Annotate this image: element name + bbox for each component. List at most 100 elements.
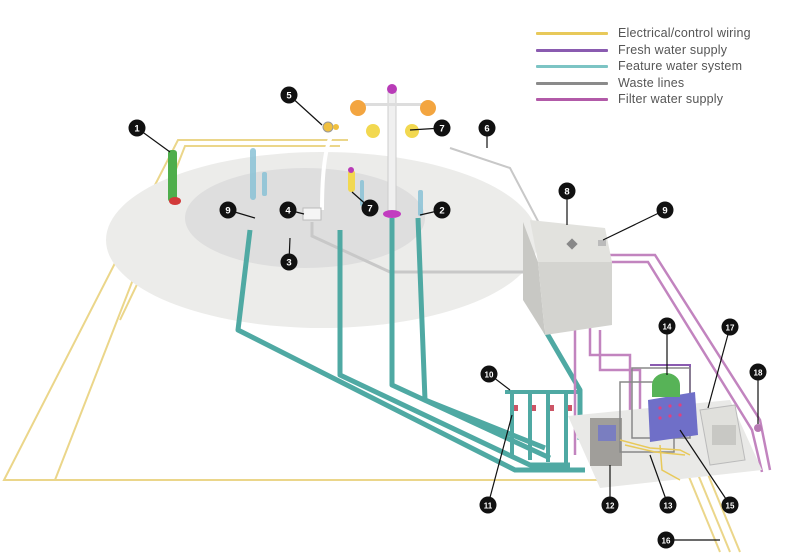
callout-number: 7	[439, 123, 444, 134]
callout-badge	[721, 318, 739, 336]
callout-badge	[659, 496, 677, 514]
controller-leds	[658, 403, 682, 420]
callout-badge	[480, 365, 498, 383]
callout-badge	[657, 531, 675, 549]
callout-badge	[433, 119, 451, 137]
callout-3: 3	[280, 253, 298, 271]
spray-bollard	[348, 170, 355, 192]
legend-label: Filter water supply	[618, 92, 724, 106]
callout-number: 12	[606, 501, 615, 510]
filter-line-5	[608, 260, 764, 473]
callout-badge	[433, 201, 451, 219]
callout-number: 11	[484, 501, 493, 510]
callout-13: 13	[659, 496, 677, 514]
callout-badge	[361, 199, 379, 217]
callout-number: 7	[367, 203, 372, 214]
controller-panel	[648, 392, 698, 442]
callout-11: 11	[479, 496, 497, 514]
callout-12: 12	[601, 496, 619, 514]
callout-badge	[479, 496, 497, 514]
feature-pipe-1	[235, 229, 585, 473]
callout-8: 8	[558, 182, 576, 200]
feature-water-pipes	[235, 217, 585, 473]
callout-number: 18	[754, 368, 763, 377]
callout-badge	[280, 253, 298, 271]
callout-15: 15	[721, 496, 739, 514]
callout-badge	[658, 317, 676, 335]
callout-9: 9	[656, 201, 674, 219]
callout-2: 2	[433, 201, 451, 219]
callout-number: 13	[664, 501, 673, 510]
callout-number: 9	[662, 205, 667, 216]
backflow-valve	[754, 424, 762, 432]
callout-number: 8	[564, 186, 569, 197]
callout-badge	[749, 363, 767, 381]
legend-item-filter-water: Filter water supply	[536, 91, 781, 108]
callout-number: 6	[484, 123, 489, 134]
manifold-valves	[514, 405, 572, 411]
legend-swatch-waste	[536, 81, 608, 85]
callout-badge	[279, 201, 297, 219]
manifold	[505, 390, 580, 465]
callout-badge	[280, 86, 298, 104]
callout-badge	[721, 496, 739, 514]
legend: Electrical/control wiring Fresh water su…	[536, 25, 781, 108]
callout-18: 18	[749, 363, 767, 381]
legend-swatch-feature-water	[536, 65, 608, 68]
callout-7: 7	[361, 199, 379, 217]
legend-item-waste: Waste lines	[536, 75, 781, 92]
equipment-wiring	[619, 439, 691, 481]
callout-number: 9	[225, 205, 230, 216]
callout-6: 6	[478, 119, 496, 137]
filter-unit	[590, 418, 622, 466]
legend-label: Feature water system	[618, 59, 743, 73]
waste-line-6	[449, 147, 541, 226]
legend-label: Waste lines	[618, 75, 685, 90]
feature-pipe-3	[389, 218, 552, 461]
callout-badge	[656, 201, 674, 219]
callout-17: 17	[721, 318, 739, 336]
callout-badge	[219, 201, 237, 219]
callout-badge	[478, 119, 496, 137]
legend-item-electrical: Electrical/control wiring	[536, 25, 781, 42]
waste-line	[310, 222, 560, 274]
callout-5: 5	[280, 86, 298, 104]
uv-unit	[699, 404, 746, 466]
callout-1: 1	[128, 119, 146, 137]
callout-number: 15	[726, 501, 735, 510]
legend-label: Electrical/control wiring	[618, 26, 751, 40]
callout-badge	[601, 496, 619, 514]
feature-pipe-4	[415, 217, 546, 451]
drain-box	[302, 207, 322, 221]
callout-number: 3	[286, 257, 291, 268]
callout-number: 10	[485, 370, 494, 379]
legend-swatch-filter-water	[536, 98, 608, 101]
filter-line-2	[588, 320, 632, 440]
legend-item-feature-water: Feature water system	[536, 58, 781, 75]
electrical-wire-outer	[2, 139, 600, 481]
callout-badge	[558, 182, 576, 200]
legend-swatch-electrical	[536, 32, 608, 35]
callout-badge	[128, 119, 146, 137]
legend-label: Fresh water supply	[618, 42, 728, 57]
callout-number: 17	[726, 323, 735, 332]
activation-bollard	[168, 150, 177, 202]
callout-9: 9	[219, 201, 237, 219]
electrical-wire-inner	[54, 145, 340, 481]
tree-feature	[350, 84, 436, 218]
callout-16: 16	[657, 531, 675, 549]
callout-14: 14	[658, 317, 676, 335]
callout-10: 10	[480, 365, 498, 383]
callout-7: 7	[433, 119, 451, 137]
callout-number: 5	[286, 90, 292, 101]
callout-number: 4	[285, 205, 291, 216]
arc-shower	[320, 122, 357, 211]
callout-number: 1	[134, 123, 140, 134]
balance-tank	[523, 220, 612, 335]
legend-swatch-fresh-water	[536, 48, 608, 52]
feature-pipe-2	[337, 230, 570, 468]
legend-item-fresh-water: Fresh water supply	[536, 42, 781, 59]
